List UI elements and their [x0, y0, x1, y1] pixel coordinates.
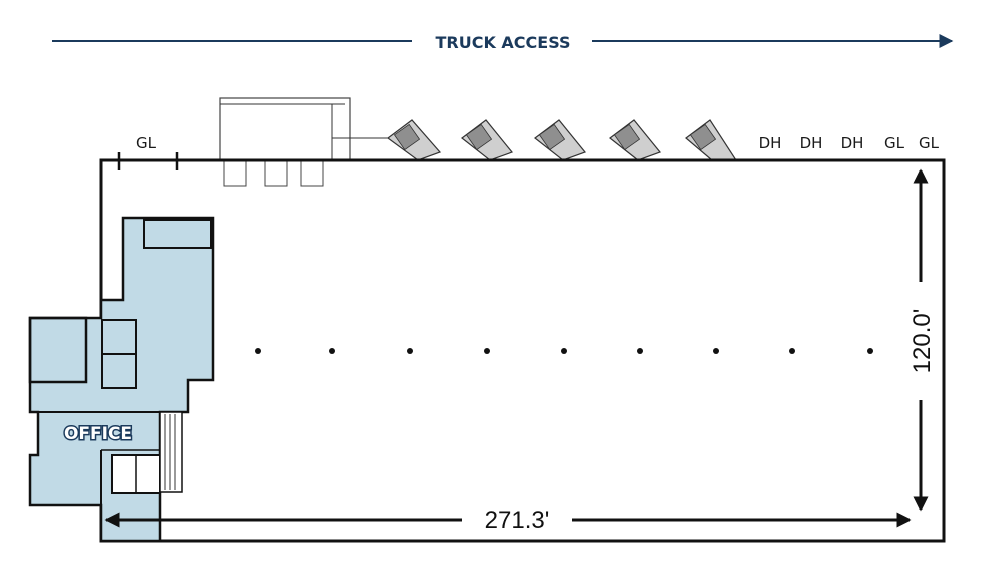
office-label: OFFICE — [64, 424, 132, 444]
column-marker — [407, 348, 413, 354]
door-label-gl: GL — [136, 134, 157, 152]
depth-dimension-label: 120.0' — [909, 309, 936, 374]
column-marker — [789, 348, 795, 354]
column-row — [255, 348, 873, 354]
dock-door — [685, 119, 738, 161]
truck-access-indicator: TRUCK ACCESS — [52, 33, 954, 52]
dock-door — [461, 119, 513, 161]
dock-doors — [340, 119, 738, 161]
column-marker — [484, 348, 490, 354]
office-area: OFFICE — [28, 216, 215, 543]
door-label-dh: DH — [759, 134, 782, 152]
width-dimension-label: 271.3' — [485, 507, 550, 534]
warehouse-outline — [99, 158, 946, 543]
dock-door — [609, 119, 661, 161]
column-marker — [713, 348, 719, 354]
door-label-gl: GL — [884, 134, 905, 152]
column-marker — [867, 348, 873, 354]
column-marker — [255, 348, 261, 354]
truck-access-label: TRUCK ACCESS — [435, 33, 570, 52]
width-dimension: 271.3' — [104, 507, 912, 534]
dock-door — [386, 119, 442, 161]
column-marker — [329, 348, 335, 354]
door-label-dh: DH — [841, 134, 864, 152]
door-label-gl: GL — [919, 134, 940, 152]
annex-building — [219, 97, 390, 187]
depth-dimension: 120.0' — [909, 168, 936, 512]
door-label-dh: DH — [800, 134, 823, 152]
dock-door — [534, 119, 586, 161]
column-marker — [561, 348, 567, 354]
column-marker — [637, 348, 643, 354]
